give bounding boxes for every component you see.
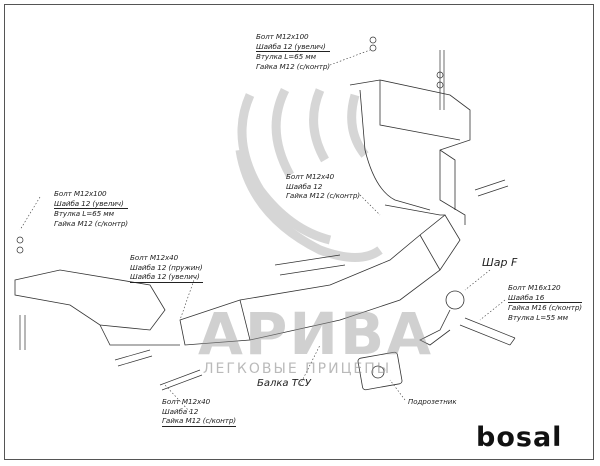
label-line: Болт М12х40 <box>162 397 211 406</box>
label-socket-plate: Подрозетник <box>408 398 457 406</box>
label-line: Гайка М12 (с/контр) <box>54 218 129 228</box>
label-line: Втулка L=65 мм <box>54 209 114 219</box>
right-side-bracket <box>349 79 471 225</box>
label-line: Болт М16х120 <box>508 283 561 292</box>
label-line: Шайба 12 (увелич) <box>256 42 331 53</box>
label-line: Гайка М12 (с/контр) <box>286 191 361 201</box>
watermark-title: АРИВА <box>198 300 434 368</box>
label-line: Гайка М12 (с/контр) <box>256 61 331 71</box>
label-line: Шайба 12 (увелич) <box>130 272 203 283</box>
label-line: Шайба 12 (увелич) <box>54 199 129 210</box>
label-right-bolt: Болт М16х120 Шайба 16 Гайка М16 (с/контр… <box>508 283 582 322</box>
label-line: Шайба 16 <box>508 293 583 304</box>
label-line: Шайба 12 <box>286 181 323 191</box>
label-top-bolt: Болт М12х100 Шайба 12 (увелич) Втулка L=… <box>256 32 330 71</box>
label-ball: Шар F <box>482 256 518 269</box>
bosal-logo: bosal <box>476 422 563 453</box>
bolts <box>16 36 516 391</box>
tow-ball <box>419 290 465 346</box>
watermark-emblem <box>235 87 383 262</box>
label-bottom-bolt: Болт М12х40 Шайба 12 Гайка М12 (с/контр) <box>162 397 236 427</box>
label-center-bolt: Болт М12х40 Шайба 12 Гайка М12 (с/контр) <box>286 172 360 201</box>
label-line: Болт М12х100 <box>54 189 107 198</box>
label-line: Шайба 12 (пружин) <box>130 262 203 272</box>
label-line: Втулка L=55 мм <box>508 312 568 322</box>
socket-plate <box>357 351 403 391</box>
label-line: Болт М12х40 <box>130 253 179 262</box>
main-beam <box>179 204 461 346</box>
label-line: Гайка М12 (с/контр) <box>162 416 237 427</box>
watermark-subtitle: ЛЕГКОВЫЕ ПРИЦЕПЫ <box>203 361 392 377</box>
label-line: Болт М12х100 <box>256 32 309 41</box>
label-left-bolt: Болт М12х100 Шайба 12 (увелич) Втулка L=… <box>54 189 128 228</box>
drawing-frame <box>4 4 594 460</box>
label-beam: Балка ТСУ <box>257 378 311 389</box>
label-line: Гайка М16 (с/контр) <box>508 303 583 313</box>
label-line: Шайба 12 <box>162 406 199 416</box>
left-side-bracket <box>14 269 180 346</box>
leader-lines <box>19 49 506 413</box>
label-mid-left-bolt: Болт М12х40 Шайба 12 (пружин) Шайба 12 (… <box>130 253 203 283</box>
label-line: Болт М12х40 <box>286 172 335 181</box>
label-line: Втулка L=65 мм <box>256 52 316 62</box>
